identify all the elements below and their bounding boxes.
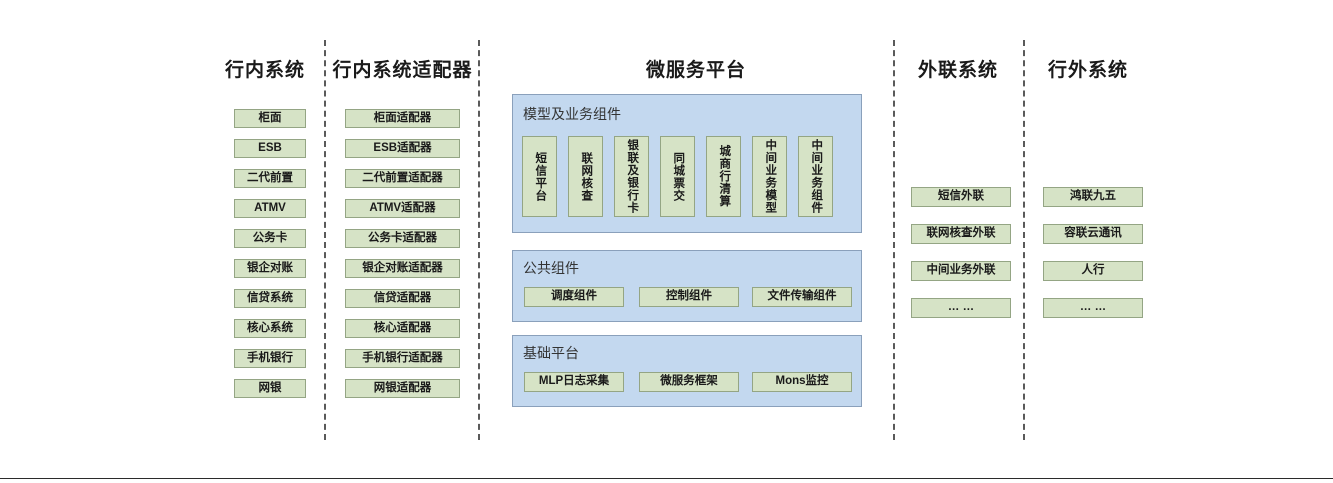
vnode-model-label-1: 联网核查 — [580, 151, 593, 202]
column-title-microservice-platform: 微服务平台 — [645, 60, 746, 81]
vnode-model-5[interactable]: 中间业务模型 — [752, 136, 787, 217]
vnode-model-2[interactable]: 银联及银行卡 — [614, 136, 649, 217]
node-public-component-0[interactable]: 调度组件 — [524, 287, 624, 307]
node-in-bank-system-9[interactable]: 网银 — [234, 379, 306, 398]
node-in-bank-system-3[interactable]: ATMV — [234, 199, 306, 218]
node-external-link-3[interactable]: … … — [911, 298, 1011, 318]
node-public-component-2[interactable]: 文件传输组件 — [752, 287, 852, 307]
node-in-bank-adapter-4[interactable]: 公务卡适配器 — [345, 229, 460, 248]
node-in-bank-adapter-1[interactable]: ESB适配器 — [345, 139, 460, 158]
column-title-external-link-systems: 外联系统 — [917, 60, 998, 81]
node-external-link-1[interactable]: 联网核查外联 — [911, 224, 1011, 244]
node-in-bank-adapter-0[interactable]: 柜面适配器 — [345, 109, 460, 128]
node-out-bank-0[interactable]: 鸿联九五 — [1043, 187, 1143, 207]
vnode-model-3[interactable]: 同城票交 — [660, 136, 695, 217]
panel-base-platform — [512, 335, 862, 407]
node-in-bank-system-6[interactable]: 信贷系统 — [234, 289, 306, 308]
column-title-in-bank-adapters: 行内系统适配器 — [332, 60, 473, 81]
node-base-platform-0[interactable]: MLP日志采集 — [524, 372, 624, 392]
divider-4 — [1023, 40, 1025, 440]
divider-1 — [324, 40, 326, 440]
node-in-bank-adapter-3[interactable]: ATMV适配器 — [345, 199, 460, 218]
node-public-component-1[interactable]: 控制组件 — [639, 287, 739, 307]
column-title-in-bank-systems: 行内系统 — [224, 60, 305, 81]
node-in-bank-system-5[interactable]: 银企对账 — [234, 259, 306, 278]
vnode-model-4[interactable]: 城商行清算 — [706, 136, 741, 217]
node-out-bank-1[interactable]: 容联云通讯 — [1043, 224, 1143, 244]
divider-2 — [478, 40, 480, 440]
node-in-bank-system-7[interactable]: 核心系统 — [234, 319, 306, 338]
panel-title-base-platform: 基础平台 — [523, 345, 579, 361]
vnode-model-1[interactable]: 联网核查 — [568, 136, 603, 217]
column-title-out-bank-systems: 行外系统 — [1047, 60, 1128, 81]
bottom-rule — [0, 478, 1333, 479]
node-in-bank-adapter-2[interactable]: 二代前置适配器 — [345, 169, 460, 188]
vnode-model-0[interactable]: 短信平台 — [522, 136, 557, 217]
vnode-model-label-6: 中间业务组件 — [810, 139, 823, 214]
node-in-bank-system-8[interactable]: 手机银行 — [234, 349, 306, 368]
vnode-model-6[interactable]: 中间业务组件 — [798, 136, 833, 217]
node-in-bank-adapter-8[interactable]: 手机银行适配器 — [345, 349, 460, 368]
vnode-model-label-4: 城商行清算 — [718, 145, 731, 208]
node-external-link-2[interactable]: 中间业务外联 — [911, 261, 1011, 281]
vnode-model-label-3: 同城票交 — [672, 151, 685, 202]
node-out-bank-3[interactable]: … … — [1043, 298, 1143, 318]
node-in-bank-adapter-5[interactable]: 银企对账适配器 — [345, 259, 460, 278]
vnode-model-label-2: 银联及银行卡 — [626, 139, 639, 214]
node-out-bank-2[interactable]: 人行 — [1043, 261, 1143, 281]
node-in-bank-system-2[interactable]: 二代前置 — [234, 169, 306, 188]
node-in-bank-adapter-7[interactable]: 核心适配器 — [345, 319, 460, 338]
vnode-model-label-5: 中间业务模型 — [764, 139, 777, 214]
node-external-link-0[interactable]: 短信外联 — [911, 187, 1011, 207]
vnode-model-label-0: 短信平台 — [534, 151, 547, 202]
node-in-bank-system-4[interactable]: 公务卡 — [234, 229, 306, 248]
node-base-platform-2[interactable]: Mons监控 — [752, 372, 852, 392]
divider-3 — [893, 40, 895, 440]
panel-title-public-components: 公共组件 — [523, 260, 579, 276]
node-in-bank-system-0[interactable]: 柜面 — [234, 109, 306, 128]
node-base-platform-1[interactable]: 微服务框架 — [639, 372, 739, 392]
panel-public-components — [512, 250, 862, 322]
panel-title-model-business-components: 模型及业务组件 — [523, 106, 621, 122]
node-in-bank-adapter-6[interactable]: 信贷适配器 — [345, 289, 460, 308]
node-in-bank-adapter-9[interactable]: 网银适配器 — [345, 379, 460, 398]
node-in-bank-system-1[interactable]: ESB — [234, 139, 306, 158]
